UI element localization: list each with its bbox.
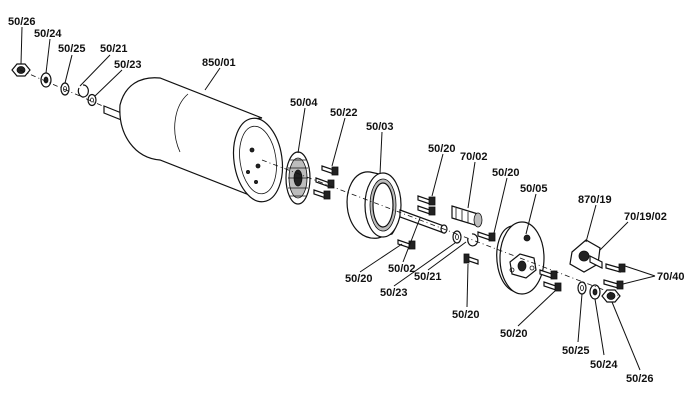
leader-lines xyxy=(20,26,656,371)
label-50-26-top: 50/26 xyxy=(8,16,36,28)
label-850-01: 850/01 xyxy=(202,57,236,69)
shaft-50-02 xyxy=(399,209,448,234)
label-50-25-top: 50/25 xyxy=(58,43,86,55)
drum-850-01 xyxy=(103,77,284,203)
label-50-20-c: 50/20 xyxy=(345,273,373,285)
cover-50-05 xyxy=(496,221,545,295)
label-70-40: 70/40 xyxy=(657,271,685,283)
label-50-04: 50/04 xyxy=(290,97,318,109)
washer-50-25-top xyxy=(60,82,70,96)
screws-50-20-upper xyxy=(417,195,436,216)
label-70-02: 70/02 xyxy=(460,151,488,163)
label-870-19: 870/19 xyxy=(578,194,612,206)
ring-gear-50-03 xyxy=(346,171,402,239)
label-50-23-top: 50/23 xyxy=(114,59,142,71)
nut-50-26-br xyxy=(601,289,621,303)
washer-50-24-br xyxy=(589,284,601,300)
label-50-23-b: 50/23 xyxy=(380,287,408,299)
screw-50-20-lower-left xyxy=(397,239,416,250)
screws-50-20-right xyxy=(539,269,562,292)
label-50-03: 50/03 xyxy=(366,121,394,133)
label-50-26-br: 50/26 xyxy=(626,373,654,385)
label-50-05: 50/05 xyxy=(520,183,548,195)
label-50-20-e: 50/20 xyxy=(500,328,528,340)
label-50-02: 50/02 xyxy=(388,263,416,275)
washers-50-23-50-21 xyxy=(452,230,479,247)
label-50-24-br: 50/24 xyxy=(590,359,618,371)
label-50-20-d: 50/20 xyxy=(452,309,480,321)
washer-50-25-br xyxy=(577,281,587,295)
label-50-25-br: 50/25 xyxy=(562,345,590,357)
screws-50-20-mid xyxy=(463,231,496,265)
label-50-21-top: 50/21 xyxy=(100,43,128,55)
label-50-21-b: 50/21 xyxy=(414,271,442,283)
screws-50-22 xyxy=(313,165,339,200)
screws-70-40 xyxy=(603,263,626,290)
label-70-19-02: 70/19/02 xyxy=(624,211,667,223)
washer-50-24-top xyxy=(40,72,52,88)
circlip-50-21-top xyxy=(77,84,89,98)
label-50-20-b: 50/20 xyxy=(492,167,520,179)
label-50-24-top: 50/24 xyxy=(34,28,62,40)
pinion-70-02 xyxy=(451,205,483,228)
bracket-870-19 xyxy=(569,239,603,273)
label-50-22: 50/22 xyxy=(330,107,358,119)
label-50-20-a: 50/20 xyxy=(428,143,456,155)
gear-50-04 xyxy=(285,151,311,205)
